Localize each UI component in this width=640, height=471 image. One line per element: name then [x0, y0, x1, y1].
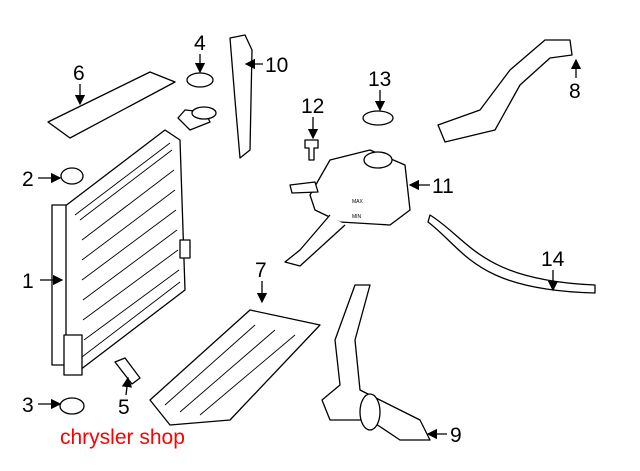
callout-3: 3	[22, 394, 62, 417]
svg-text:5: 5	[118, 396, 130, 419]
callout-1: 1	[22, 270, 64, 293]
bolt-part	[114, 357, 141, 385]
lower-insulator-part	[59, 397, 85, 415]
svg-text:1: 1	[22, 270, 34, 293]
callout-7: 7	[255, 259, 268, 304]
air-deflector-part	[149, 309, 321, 426]
screw-part	[304, 139, 319, 161]
callout-10: 10	[244, 54, 288, 77]
min-label: MIN	[352, 214, 362, 220]
upper-hose-part	[437, 39, 573, 143]
svg-text:3: 3	[22, 394, 34, 417]
callout-6: 6	[73, 62, 86, 106]
svg-text:8: 8	[569, 80, 581, 103]
callout-11: 11	[408, 175, 454, 198]
svg-text:10: 10	[265, 54, 288, 77]
callout-13: 13	[368, 68, 391, 112]
svg-text:7: 7	[255, 259, 267, 282]
lower-hose-part	[321, 284, 431, 441]
isolator-part	[186, 72, 214, 88]
overflow-hose-part	[427, 214, 596, 294]
max-label: MAX	[352, 199, 364, 205]
svg-text:13: 13	[368, 68, 391, 91]
callout-8: 8	[569, 58, 582, 103]
callout-2: 2	[22, 168, 62, 191]
upper-shield-part	[47, 71, 176, 139]
svg-text:2: 2	[22, 168, 34, 191]
svg-text:12: 12	[301, 95, 324, 118]
svg-text:11: 11	[432, 175, 454, 198]
svg-text:9: 9	[450, 424, 462, 447]
svg-text:14: 14	[541, 248, 565, 271]
callout-4: 4	[194, 32, 206, 74]
svg-text:4: 4	[194, 32, 206, 55]
air-seal-part	[229, 34, 253, 159]
callout-9: 9	[426, 424, 462, 447]
callout-14: 14	[541, 248, 565, 292]
pressure-cap-part	[362, 110, 394, 126]
callout-5: 5	[118, 376, 133, 419]
coolant-bottle-part: MAX MIN	[284, 149, 411, 267]
callout-12: 12	[301, 95, 324, 140]
watermark-text: chrysler shop	[60, 426, 185, 449]
radiator-part	[51, 109, 211, 376]
insulator-part	[60, 167, 84, 185]
svg-text:6: 6	[73, 62, 85, 85]
